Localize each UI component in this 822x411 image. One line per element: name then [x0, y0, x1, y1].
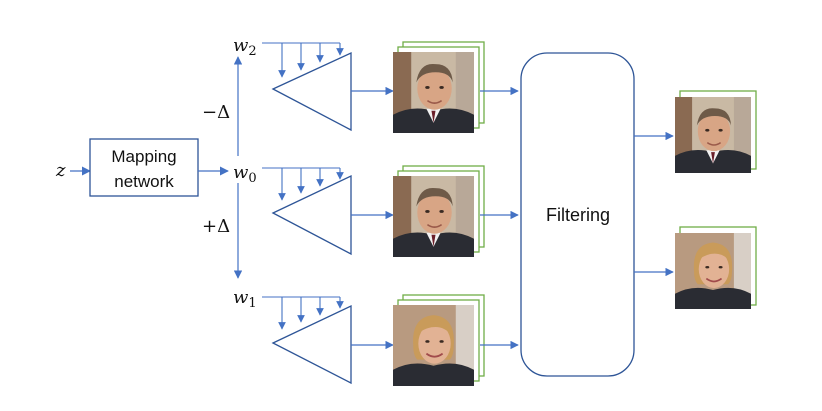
mapping-network-box: [89, 138, 199, 197]
generator-top: [262, 42, 394, 132]
generator-bottom-triangle: [271, 304, 352, 385]
output-image-top: [675, 90, 757, 173]
generator-top-triangle: [271, 51, 352, 132]
filtering-label: Filtering: [546, 205, 610, 225]
w1-label: w1: [233, 287, 257, 311]
delta-minus-label: −Δ: [202, 102, 230, 123]
generator-mid: [262, 167, 394, 256]
input-z-label: z: [55, 160, 66, 181]
face-man-icon: [393, 52, 474, 133]
mapping-network-label-line1: Mapping: [111, 147, 176, 166]
face-man-icon: [393, 176, 474, 257]
generator-mid-triangle: [271, 174, 352, 256]
output-image-bottom: [675, 226, 757, 309]
image-stack-top: [393, 41, 519, 133]
face-man-icon: [675, 97, 751, 173]
generator-bottom: [262, 296, 394, 385]
mapping-network-label-line2: network: [114, 172, 174, 191]
filtering-box: [520, 52, 635, 377]
w0-label: w0: [233, 162, 257, 186]
image-stack-mid: [393, 165, 519, 257]
face-woman-icon: [393, 305, 474, 386]
delta-plus-label: +Δ: [202, 216, 230, 237]
w2-label: w2: [233, 35, 257, 59]
face-woman-icon: [675, 233, 751, 309]
image-stack-bottom: [393, 294, 519, 386]
